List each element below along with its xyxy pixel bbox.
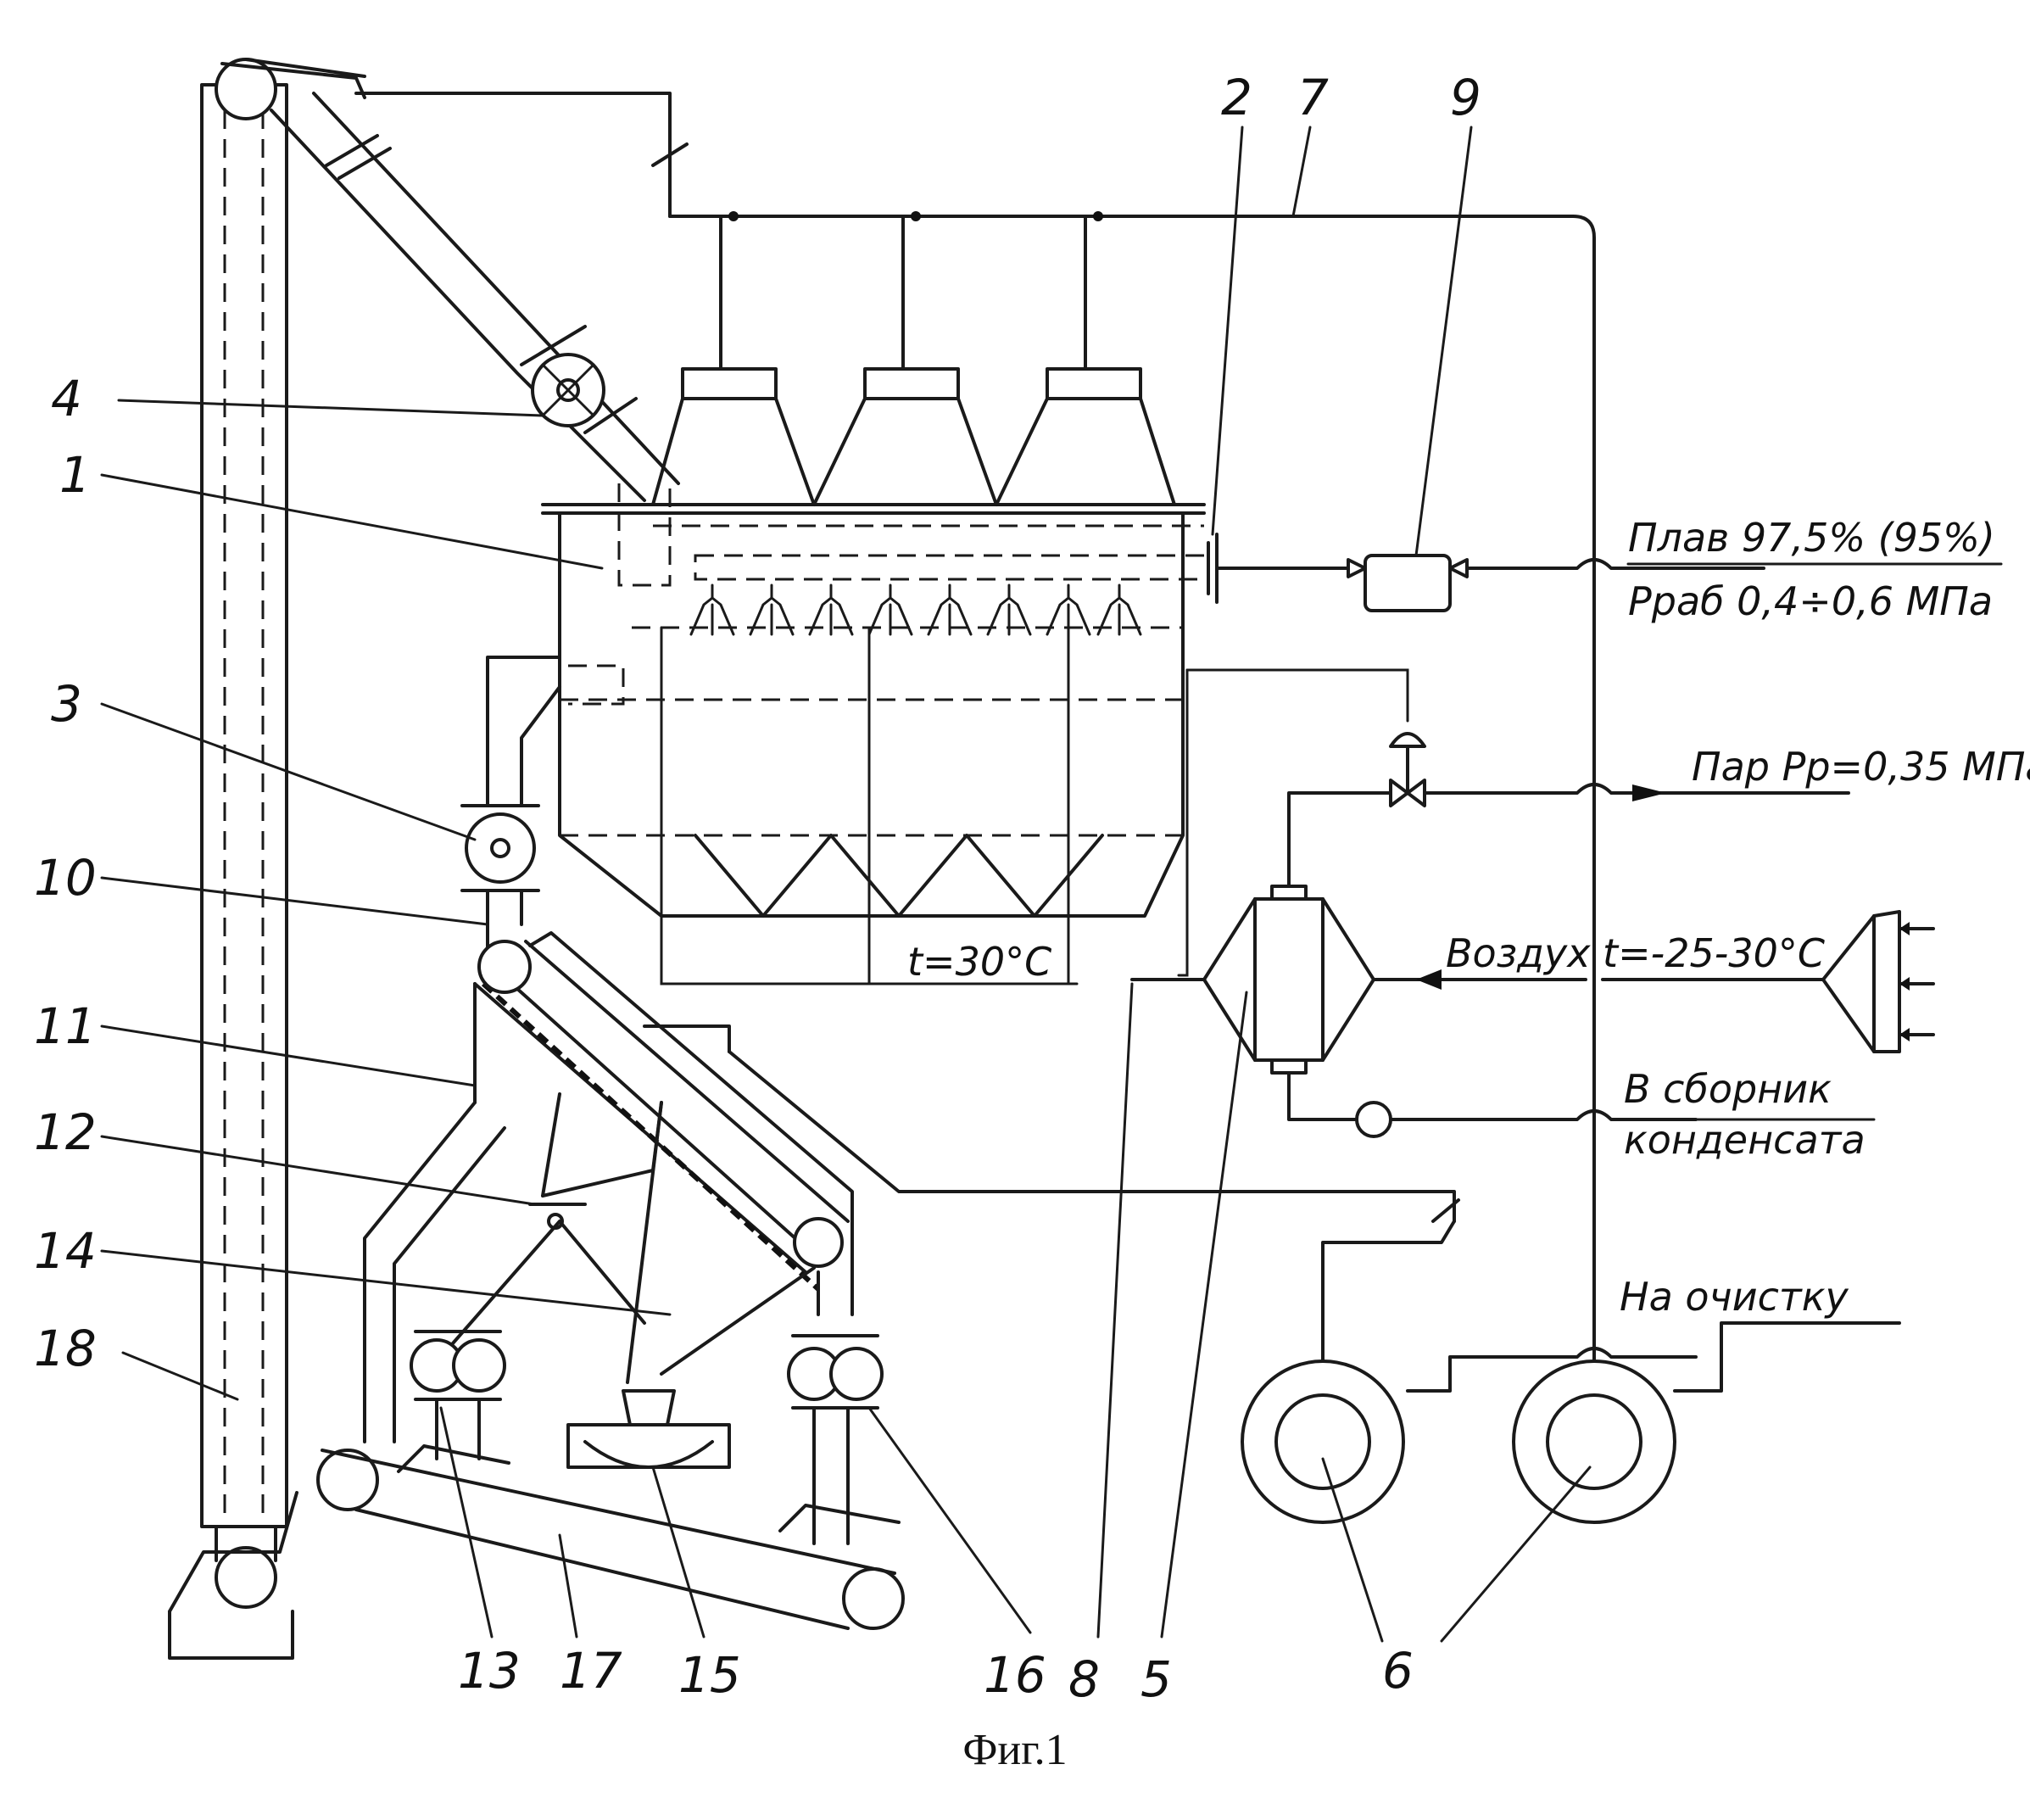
callout-labels: 1 2 3 4 5 6 7 8 9 10 11 12 13 14 15 16 1… xyxy=(34,69,1481,1708)
callout-1: 1 xyxy=(59,446,91,504)
callout-7: 7 xyxy=(1297,69,1329,126)
callout-15: 15 xyxy=(678,1646,741,1704)
exhaust-fans xyxy=(1241,1220,1901,1524)
callout-11: 11 xyxy=(34,997,97,1055)
classifier-crushers xyxy=(363,1092,884,1545)
callout-3: 3 xyxy=(51,675,82,733)
bucket-elevator xyxy=(168,58,366,1660)
steam-annotation: Пар Pр=0,35 МПа xyxy=(1692,744,2030,790)
pressure-annotation: Pраб 0,4÷0,6 МПа xyxy=(1628,578,1993,624)
process-annotations: Плав 97,5% (95%) Pраб 0,4÷0,6 МПа Пар Pр… xyxy=(907,515,2030,1320)
callout-leaders xyxy=(100,126,1592,1643)
callout-10: 10 xyxy=(34,849,97,907)
belt-conveyor xyxy=(316,1444,905,1630)
condensate-annotation-1: В сборник xyxy=(1624,1066,1832,1112)
temperature-annotation: t=30°С xyxy=(907,939,1051,985)
callout-18: 18 xyxy=(34,1320,97,1377)
exhaust-header xyxy=(354,92,1596,1240)
cleaning-annotation: На очистку xyxy=(1620,1274,1849,1320)
callout-14: 14 xyxy=(34,1222,97,1280)
callout-6: 6 xyxy=(1382,1642,1414,1700)
rotary-feeder-4 xyxy=(531,353,605,427)
granulation-tower xyxy=(541,503,1219,985)
callout-2: 2 xyxy=(1221,69,1252,126)
callout-4: 4 xyxy=(51,370,82,427)
air-heater xyxy=(1130,668,1935,1138)
callout-13: 13 xyxy=(458,1642,521,1700)
melt-line xyxy=(1215,554,1765,612)
callout-8: 8 xyxy=(1068,1650,1100,1708)
callout-9: 9 xyxy=(1450,69,1481,126)
condensate-annotation-2: конденсата xyxy=(1624,1117,1865,1163)
tower-discharge xyxy=(460,656,561,952)
callout-5: 5 xyxy=(1140,1650,1172,1708)
spray-nozzles xyxy=(689,583,1142,636)
air-annotation: Воздух t=-25-30°С xyxy=(1446,930,1825,976)
figure-caption: Фиг.1 xyxy=(962,1726,1067,1774)
callout-16: 16 xyxy=(984,1646,1046,1704)
callout-12: 12 xyxy=(34,1103,97,1161)
fluid-bed-cooler xyxy=(473,931,1460,1316)
exhaust-hoods xyxy=(651,367,1176,506)
melt-annotation: Плав 97,5% (95%) xyxy=(1628,515,1995,561)
callout-17: 17 xyxy=(560,1642,622,1700)
